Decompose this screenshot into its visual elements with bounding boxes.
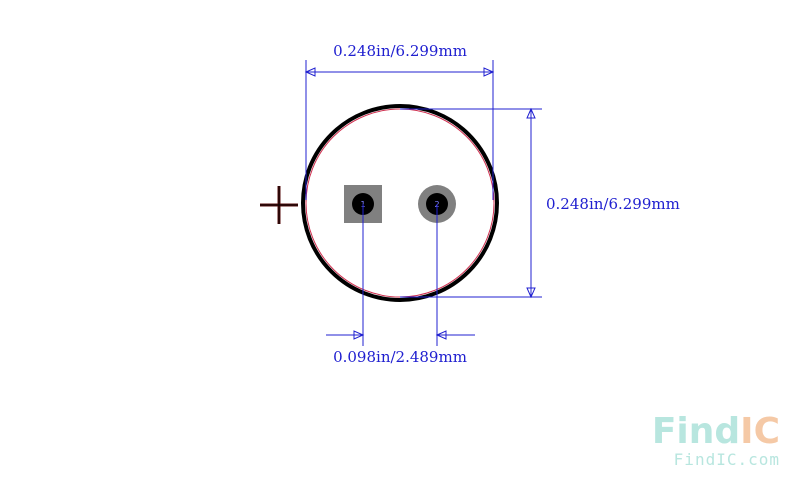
watermark-brand-part1: Find: [652, 411, 740, 452]
watermark-brand-part2: IC: [740, 411, 780, 452]
top-width-dimension: [304, 60, 495, 200]
findic-watermark: FindIC FindIC.com: [652, 411, 780, 469]
top-width-label: 0.248in/6.299mm: [333, 42, 467, 60]
watermark-url: FindIC.com: [674, 450, 780, 469]
polarity-plus-mark: [260, 186, 298, 224]
right-height-label: 0.248in/6.299mm: [546, 195, 680, 213]
pin-pitch-dimension: [326, 204, 475, 346]
pin-pitch-label: 0.098in/2.489mm: [333, 348, 467, 366]
capacitor-body-outline: [301, 104, 499, 302]
svg-text:FindIC: FindIC: [652, 411, 780, 452]
right-height-dimension: [400, 107, 542, 299]
courtyard-outline: [305, 108, 495, 298]
